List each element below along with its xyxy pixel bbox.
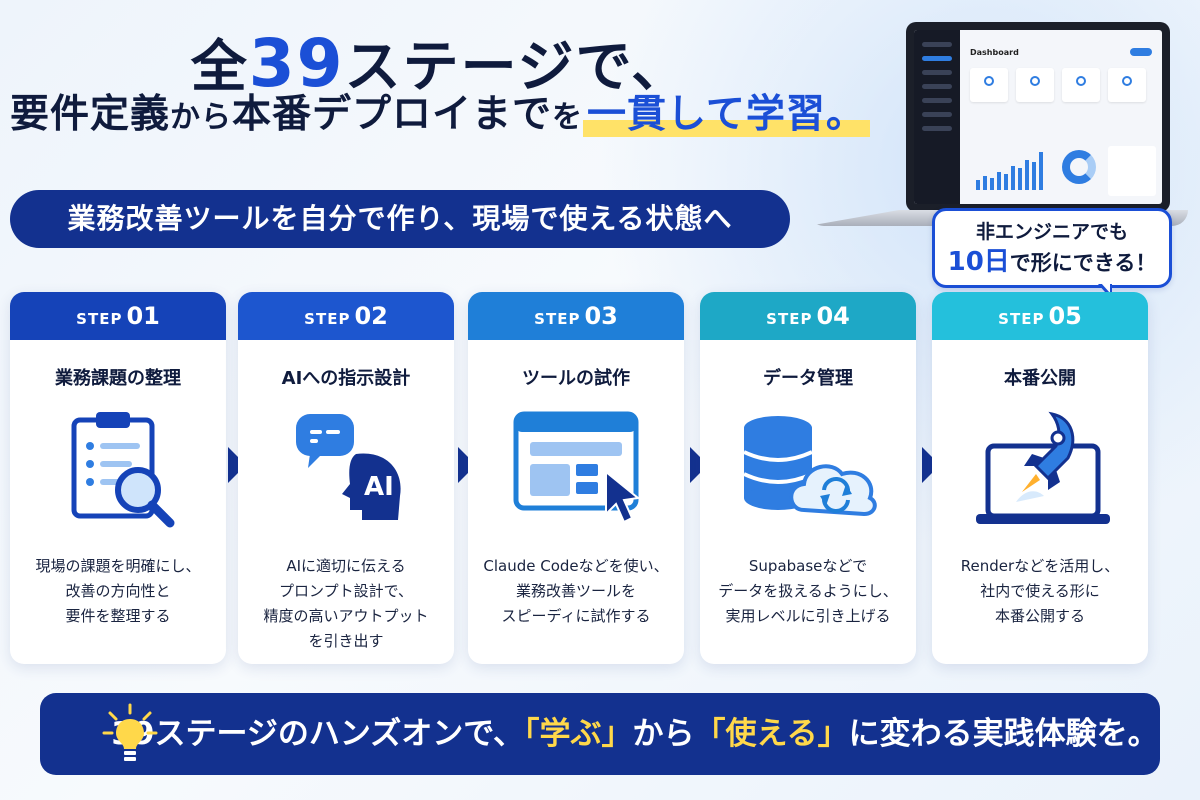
step-number: 05	[1048, 302, 1082, 330]
sidebar-line	[922, 84, 952, 89]
app-window-cursor-icon	[468, 410, 684, 530]
step-title: 業務課題の整理	[55, 368, 181, 389]
headline-suffix: ステージで、	[344, 35, 690, 100]
bottom-part4: 「使える」	[694, 716, 849, 752]
headline-part1: 要件定義	[10, 92, 171, 137]
step-title: AIへの指示設計	[281, 368, 411, 389]
callout-highlight: 10日	[947, 247, 1010, 277]
bottom-part3: から	[632, 716, 695, 752]
headline-part2: から	[170, 100, 233, 135]
step-description: Renderなどを活用し、 社内で使える形に 本番公開する	[960, 557, 1120, 625]
callout-rest: で形にできる！	[1009, 251, 1157, 275]
headline-prefix: 全	[190, 35, 249, 100]
callout-line1: 非エンジニアでも	[975, 221, 1128, 243]
step-description: Claude Codeなどを使い、 業務改善ツールを スピーディに試作する	[483, 557, 669, 625]
step-title: ツールの試作	[522, 368, 630, 389]
sidebar-line	[922, 126, 952, 131]
kpi-card	[1016, 68, 1054, 102]
donut-chart	[1062, 150, 1096, 184]
callout-line2: 10日で形にできる！	[935, 246, 1169, 279]
dashboard-panel	[1108, 146, 1156, 196]
kpi-card	[1062, 68, 1100, 102]
laptop-screen-frame: Dashboard	[906, 22, 1170, 212]
step-label: STEP	[304, 310, 351, 328]
kpi-card	[970, 68, 1008, 102]
sidebar-line	[922, 98, 952, 103]
headline-emphasis: 一貫して学習。	[583, 92, 870, 137]
step-title: データ管理	[763, 368, 853, 389]
sidebar-line	[922, 112, 952, 117]
dashboard-screen: Dashboard	[914, 30, 1162, 204]
step-label: STEP	[766, 310, 813, 328]
bottom-part2: 「学ぶ」	[524, 716, 633, 752]
ai-chat-head-icon: AI	[238, 410, 454, 530]
kpi-card	[1108, 68, 1146, 102]
laptop-illustration: Dashboard	[808, 22, 1188, 232]
headline-line1: 全39ステージで、	[0, 28, 880, 104]
step-label: STEP	[534, 310, 581, 328]
dashboard-title: Dashboard	[970, 48, 1019, 57]
headline: 全39ステージで、	[0, 28, 880, 104]
database-cloud-sync-icon	[700, 410, 916, 530]
headline-number: 39	[248, 25, 345, 102]
step-number: 03	[584, 302, 618, 330]
dashboard-button	[1130, 48, 1152, 56]
sidebar-line	[922, 70, 952, 75]
callout-tail-inner	[1101, 283, 1110, 293]
lightbulb-icon	[100, 703, 160, 765]
sidebar-line-active	[922, 56, 952, 61]
sidebar-line	[922, 42, 952, 47]
headline-part3: 本番デプロイまで	[232, 92, 553, 137]
step-description: AIに適切に伝える プロンプト設計で、 精度の高いアウトプット を引き出す	[263, 557, 429, 650]
step-number: 04	[816, 302, 850, 330]
rocket-laptop-icon	[932, 410, 1148, 530]
bottom-banner: 39ステージのハンズオンで、「学ぶ」から「使える」に変わる実践体験を。	[40, 693, 1160, 775]
ai-head-label: AI	[364, 472, 394, 502]
step-number: 02	[354, 302, 388, 330]
bottom-part1: 39ステージのハンズオンで、	[111, 716, 525, 752]
headline-line2: 要件定義から本番デプロイまでを一貫して学習。	[10, 80, 890, 153]
step-label: STEP	[998, 310, 1045, 328]
subtitle-banner: 業務改善ツールを自分で作り、現場で使える状態へ	[10, 190, 790, 248]
step-number: 01	[126, 302, 160, 330]
step-label: STEP	[76, 310, 123, 328]
clipboard-magnifier-icon	[10, 410, 226, 530]
bottom-part5: に変わる実践体験を。	[848, 716, 1159, 752]
step-description: Supabaseなどで データを扱えるようにし、 実用レベルに引き上げる	[718, 557, 898, 625]
callout-bubble: 非エンジニアでも 10日で形にできる！	[932, 208, 1172, 288]
headline-part4: を	[552, 100, 584, 135]
step-title: 本番公開	[1004, 368, 1076, 389]
dashboard-sidebar	[914, 30, 960, 204]
step-description: 現場の課題を明確にし、 改善の方向性と 要件を整理する	[35, 557, 201, 625]
